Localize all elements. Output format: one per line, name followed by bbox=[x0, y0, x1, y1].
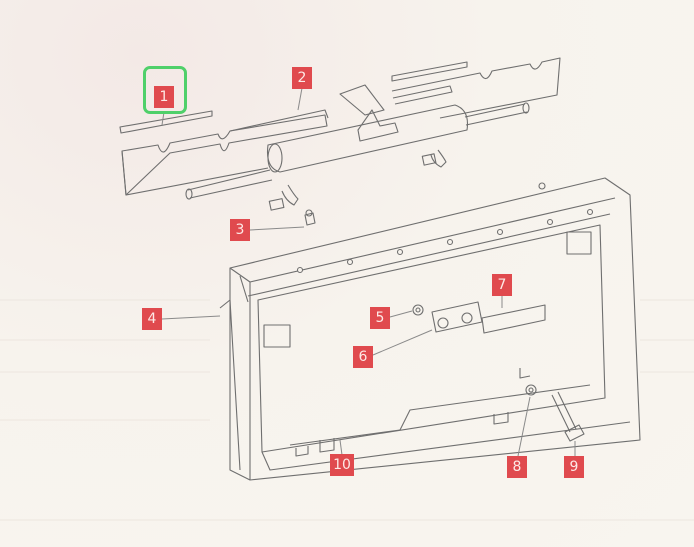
part-label-10[interactable]: 10 bbox=[330, 454, 354, 476]
part-label-1[interactable]: 1 bbox=[154, 86, 174, 108]
part-label-5[interactable]: 5 bbox=[370, 307, 390, 329]
part-7-plate bbox=[481, 304, 546, 334]
part-label-7[interactable]: 7 bbox=[492, 274, 512, 296]
part-6-block bbox=[431, 301, 483, 333]
part-label-9[interactable]: 9 bbox=[564, 456, 584, 478]
part-label-3[interactable]: 3 bbox=[230, 219, 250, 241]
leader-lines bbox=[161, 87, 576, 457]
part-8-washer bbox=[525, 384, 537, 396]
part-9-bolt bbox=[551, 391, 585, 442]
background-page-lines bbox=[0, 299, 694, 521]
part-label-8[interactable]: 8 bbox=[507, 456, 527, 478]
part-1-strip bbox=[119, 61, 468, 134]
part-label-6[interactable]: 6 bbox=[353, 346, 373, 368]
part-3-grease-nipple bbox=[304, 209, 316, 226]
part-label-4[interactable]: 4 bbox=[142, 308, 162, 330]
part-2-bracket bbox=[121, 57, 561, 211]
part-label-2[interactable]: 2 bbox=[292, 67, 312, 89]
part-4-frame bbox=[219, 177, 641, 481]
highlight-box-part-1 bbox=[143, 66, 187, 114]
part-5-nut bbox=[412, 304, 424, 316]
